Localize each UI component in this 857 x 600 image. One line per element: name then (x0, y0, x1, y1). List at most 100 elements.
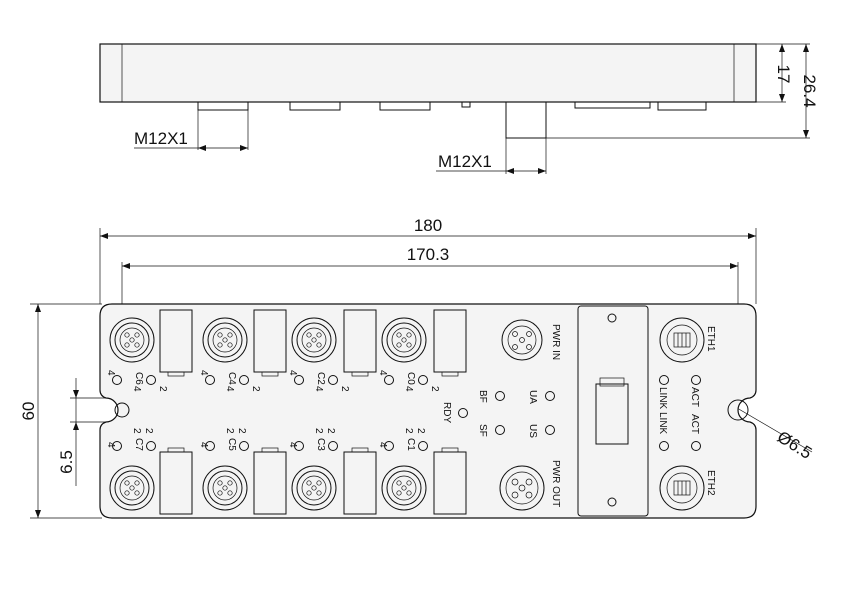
led-act2 (691, 441, 701, 451)
port-led-c3-a (294, 441, 304, 451)
led-link2 (659, 441, 669, 451)
thread-label-left: M12X1 (134, 129, 188, 148)
port-label-c7: C7 (133, 438, 144, 451)
port-label-c4: C4 (226, 372, 237, 385)
port-connector-c5[interactable] (202, 465, 248, 511)
port-pin-a-c0: 4 (377, 370, 388, 376)
port-led-c4-b (239, 375, 249, 385)
port-connector-c0[interactable] (381, 317, 427, 363)
port-connector-c3[interactable] (291, 465, 337, 511)
led-ua-label: UA (527, 390, 538, 404)
port-pin-b2-c7: 2 (131, 428, 142, 434)
led-us (545, 425, 555, 435)
port-pin-a-c3: 4 (287, 442, 298, 448)
height-label: 60 (19, 402, 38, 421)
module-housing (99, 303, 757, 519)
port-connector-c2[interactable] (291, 317, 337, 363)
port-pin-b-c6: 2 (157, 386, 168, 392)
power-out-connector[interactable] (499, 465, 545, 511)
port-led-c2-a (294, 375, 304, 385)
power-in-connector[interactable] (501, 319, 543, 361)
height-total-label: 26.4 (800, 74, 819, 107)
led-us-label: US (527, 424, 538, 438)
led-act1-label: ACT (689, 387, 700, 407)
port-pin-a-c4: 4 (198, 370, 209, 376)
port-led-c5-b (239, 441, 249, 451)
port-pin-b-c7: 2 (143, 428, 154, 434)
port-pin-b-c2: 2 (339, 386, 350, 392)
width-total-label: 180 (414, 216, 442, 235)
port-led-c5-a (205, 441, 215, 451)
port-led-c7-b (146, 441, 156, 451)
led-link2-label: LINK (657, 412, 668, 435)
port-led-c0-b (418, 375, 428, 385)
port-led-c6-b (146, 375, 156, 385)
side-connector-1 (197, 101, 249, 111)
led-bf (495, 391, 505, 401)
port-pin-a2-c6: 4 (131, 386, 142, 392)
port-pin-b2-c5: 2 (224, 428, 235, 434)
port-pin-a-c2: 4 (287, 370, 298, 376)
status-leds: BF RDY SF UA US (441, 390, 555, 438)
port-label-c1: C1 (405, 438, 416, 451)
led-rdy-label: RDY (441, 402, 452, 423)
hole-offset-label: 6.5 (57, 450, 76, 474)
port-led-c2-b (328, 375, 338, 385)
port-pin-a-c5: 4 (198, 442, 209, 448)
port-connector-c7[interactable] (109, 465, 155, 511)
port-label-c5: C5 (226, 438, 237, 451)
side-connector-eth (657, 101, 707, 111)
port-led-c1-b (418, 441, 428, 451)
led-rdy (458, 408, 468, 418)
led-link1 (659, 375, 669, 385)
port-pin-b-c5: 2 (236, 428, 247, 434)
side-connector-2 (289, 101, 341, 111)
led-link1-label: LINK (657, 387, 668, 410)
port-pin-b-c3: 2 (325, 428, 336, 434)
port-connector-c1[interactable] (381, 465, 427, 511)
port-label-c3: C3 (315, 438, 326, 451)
port-led-c7-a (112, 441, 122, 451)
port-pin-a2-c2: 4 (313, 386, 324, 392)
port-pin-b2-c1: 2 (403, 428, 414, 434)
side-power-connector (505, 101, 547, 139)
power-in-label: PWR IN (550, 324, 561, 360)
eth2-connector[interactable] (659, 465, 705, 511)
eth2-label: ETH2 (705, 470, 716, 496)
led-act2-label: ACT (689, 414, 700, 434)
port-connector-c6[interactable] (109, 317, 155, 363)
protective-caps (159, 309, 467, 515)
led-act1 (691, 375, 701, 385)
eth-leds: LINK ACT LINK ACT (657, 375, 701, 451)
led-ua (545, 391, 555, 401)
label-tab (595, 383, 629, 445)
width-holes-label: 170.3 (407, 245, 450, 264)
port-pin-b2-c3: 2 (313, 428, 324, 434)
port-label-c6: C6 (133, 372, 144, 385)
top-view-dimensions: 180 170.3 60 6.5 Ø6.5 (19, 216, 815, 519)
height-inner-label: 17 (774, 65, 793, 84)
port-pin-b-c0: 2 (429, 386, 440, 392)
label-window (577, 305, 649, 517)
side-housing (99, 43, 757, 103)
port-pin-b-c1: 2 (415, 428, 426, 434)
thread-label-center: M12X1 (438, 152, 492, 171)
eth1-label: ETH1 (705, 326, 716, 352)
port-pin-a-c1: 4 (377, 442, 388, 448)
port-connector-c4[interactable] (202, 317, 248, 363)
port-pin-a-c7: 4 (105, 442, 116, 448)
port-pin-a2-c0: 4 (403, 386, 414, 392)
hole-diameter-label: Ø6.5 (774, 427, 815, 463)
port-led-c3-b (328, 441, 338, 451)
side-view: M12X1 M12X1 17 26.4 (99, 43, 819, 174)
port-label-c2: C2 (315, 372, 326, 385)
port-led-c4-a (205, 375, 215, 385)
mounting-hole-left (114, 402, 130, 418)
mounting-hole-right (727, 399, 749, 421)
port-pin-a-c6: 4 (105, 370, 116, 376)
port-led-c1-a (384, 441, 394, 451)
eth1-connector[interactable] (659, 317, 705, 363)
